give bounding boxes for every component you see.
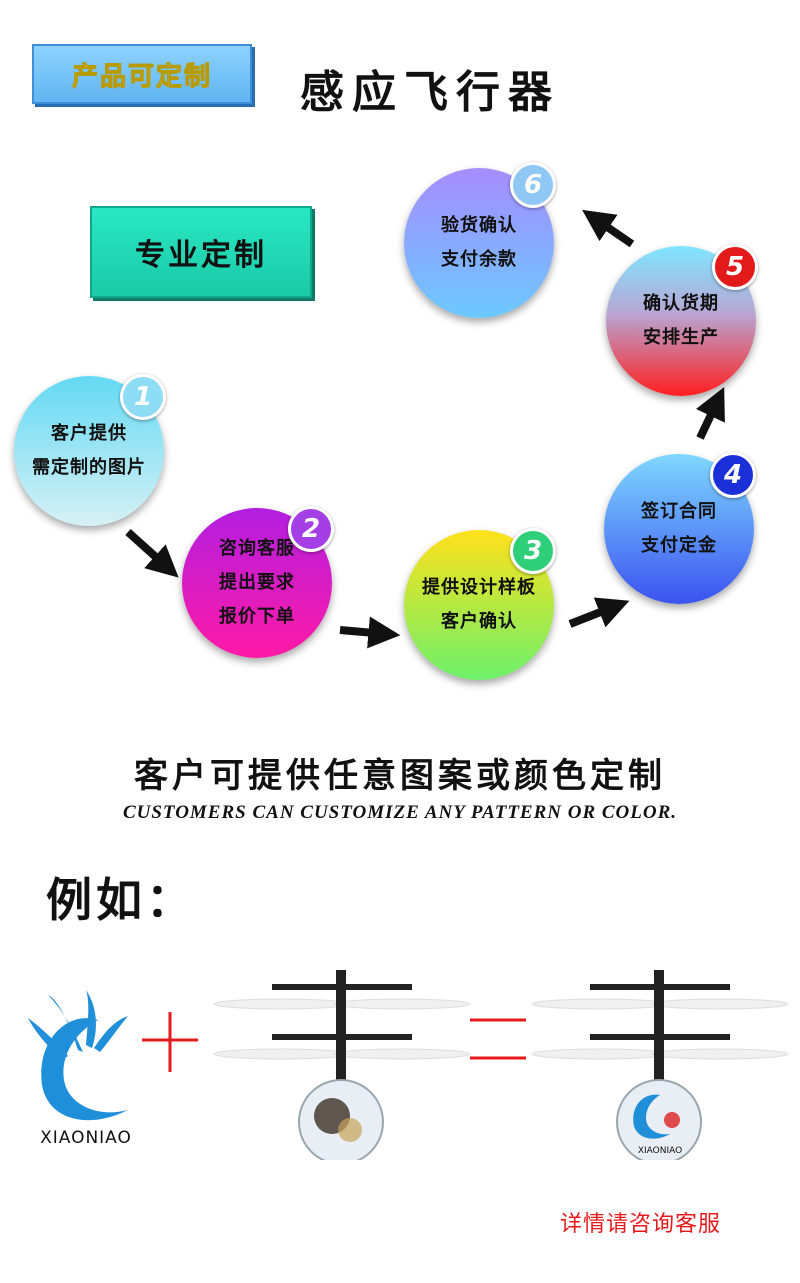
subtitle-english: CUSTOMERS CAN CUSTOMIZE ANY PATTERN OR C… — [122, 802, 678, 823]
plus-icon — [142, 1012, 198, 1072]
step-1-line2: 需定制的图片 — [32, 457, 146, 478]
page-title: 感应飞行器 — [300, 67, 560, 118]
arrow-2-to-3 — [339, 616, 401, 649]
bird-logo-icon — [28, 990, 129, 1121]
step-3-number: 3 — [510, 528, 556, 574]
step-3-line2: 客户确认 — [441, 611, 517, 632]
subtitle-chinese: 客户可提供任意图案或颜色定制 — [134, 756, 666, 796]
equals-icon — [470, 1018, 526, 1060]
step-5-line2: 安排生产 — [643, 327, 719, 348]
arrow-5-to-6 — [582, 209, 635, 248]
step-6-line1: 验货确认 — [441, 215, 517, 236]
drone-branded-image — [531, 970, 789, 1160]
arrow-4-to-5 — [696, 386, 725, 440]
drone-plain-image — [213, 970, 471, 1160]
step-2-line3: 报价下单 — [219, 606, 295, 627]
step-2-line1: 咨询客服 — [219, 538, 295, 559]
step-5-line1: 确认货期 — [643, 293, 719, 314]
step-1-circle: 客户提供 需定制的图片 — [14, 376, 164, 526]
professional-custom-badge: 专业定制 — [90, 206, 312, 298]
arrow-3-to-4 — [568, 597, 630, 628]
step-4-line1: 签订合同 — [641, 501, 717, 522]
example-label: 例如： — [46, 873, 196, 927]
step-1-number: 1 — [120, 374, 166, 420]
step-4-line2: 支付定金 — [641, 535, 717, 556]
step-3-line1: 提供设计样板 — [422, 577, 536, 598]
step-2-line2: 提出要求 — [219, 572, 295, 593]
step-6-line2: 支付余款 — [441, 249, 517, 270]
arrow-1-to-2 — [125, 529, 179, 578]
step-4-number: 4 — [710, 452, 756, 498]
drone-brand-label: XIAONIAO — [637, 1146, 683, 1156]
brand-name: XIAONIAO — [40, 1128, 132, 1148]
step-5-number: 5 — [712, 244, 758, 290]
step-2-number: 2 — [288, 506, 334, 552]
process-arrows — [125, 209, 725, 649]
customizable-badge-label: 产品可定制 — [71, 61, 212, 92]
customizable-badge: 产品可定制 — [32, 44, 252, 104]
step-1-line1: 客户提供 — [51, 423, 127, 444]
step-6-number: 6 — [510, 162, 556, 208]
professional-custom-label: 专业定制 — [135, 238, 267, 273]
example-illustration — [28, 970, 789, 1160]
contact-note: 详情请咨询客服 — [560, 1212, 722, 1237]
